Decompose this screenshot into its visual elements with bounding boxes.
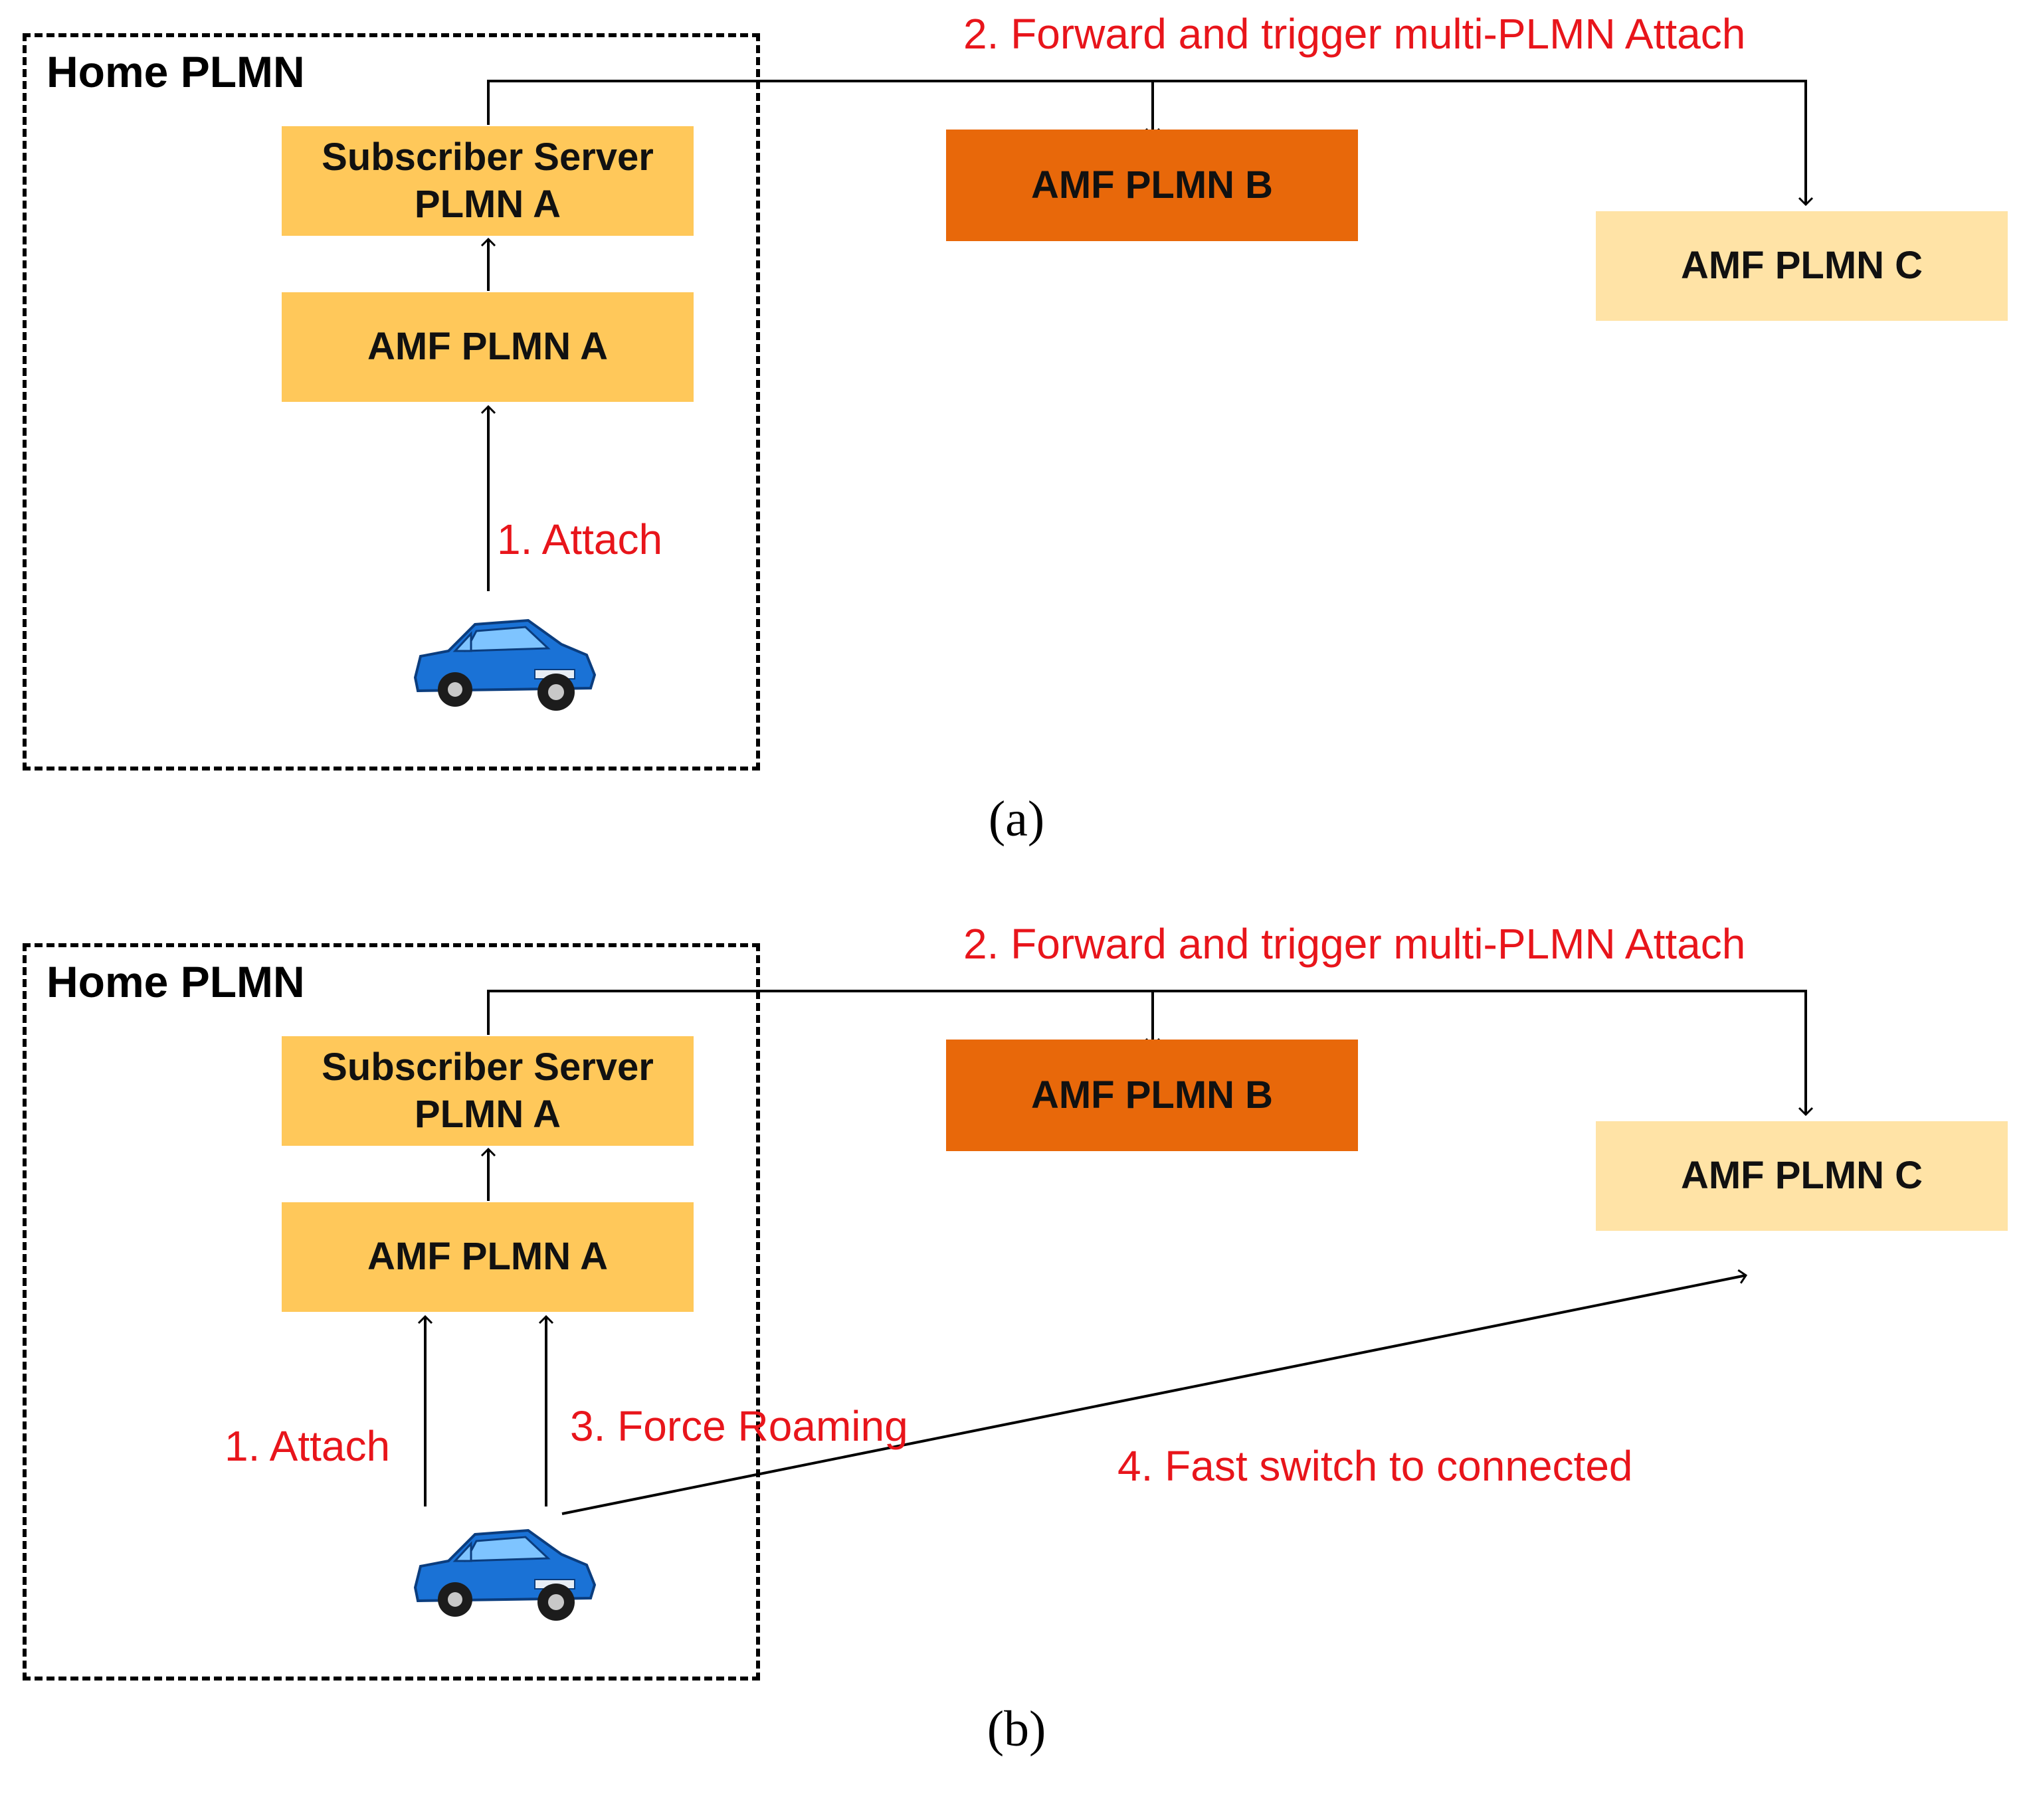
amf-plmn-a-box: AMF PLMN A bbox=[282, 292, 694, 402]
subscriber-server-box: Subscriber Server PLMN A bbox=[282, 1036, 694, 1146]
subscriber-server-line1: Subscriber Server bbox=[322, 1045, 654, 1089]
forward-trunk bbox=[487, 80, 1814, 207]
home-plmn-title: Home PLMN bbox=[47, 47, 305, 96]
car-icon bbox=[413, 1528, 597, 1621]
step-attach-label: 1. Attach bbox=[225, 1422, 391, 1470]
amf-plmn-a-label: AMF PLMN A bbox=[367, 325, 608, 369]
home-plmn-boundary bbox=[23, 943, 760, 1681]
subscriber-server-line2: PLMN A bbox=[414, 1092, 561, 1136]
arrow-fast-switch bbox=[561, 1269, 1748, 1515]
amf-plmn-a-box: AMF PLMN A bbox=[282, 1202, 694, 1312]
step-fast-switch-label: 4. Fast switch to connected bbox=[1117, 1442, 1633, 1490]
car-icon bbox=[413, 618, 597, 711]
panel-a: Home PLMN Subscriber Server PLMN A AMF P… bbox=[23, 10, 2008, 847]
subscriber-server-box: Subscriber Server PLMN A bbox=[282, 126, 694, 236]
amf-plmn-c-label: AMF PLMN C bbox=[1680, 1154, 1923, 1198]
step-forward-label: 2. Forward and trigger multi-PLMN Attach bbox=[963, 10, 1746, 58]
amf-plmn-a-label: AMF PLMN A bbox=[367, 1235, 608, 1279]
step-forward-label: 2. Forward and trigger multi-PLMN Attach bbox=[963, 920, 1746, 968]
connector-lines bbox=[417, 990, 1814, 1515]
panel-b-caption: (b) bbox=[987, 1701, 1046, 1757]
step-attach-label: 1. Attach bbox=[497, 515, 663, 563]
amf-plmn-b-label: AMF PLMN B bbox=[1030, 1073, 1274, 1117]
forward-trunk bbox=[487, 990, 1814, 1117]
amf-plmn-c-box: AMF PLMN C bbox=[1596, 211, 2008, 321]
subscriber-server-line1: Subscriber Server bbox=[322, 135, 654, 179]
amf-plmn-c-label: AMF PLMN C bbox=[1680, 244, 1923, 288]
home-plmn-title: Home PLMN bbox=[47, 957, 305, 1006]
amf-plmn-b-label: AMF PLMN B bbox=[1030, 163, 1274, 207]
panel-a-caption: (a) bbox=[988, 791, 1045, 847]
subscriber-server-line2: PLMN A bbox=[414, 182, 561, 226]
step-force-roaming-label: 3. Force Roaming bbox=[570, 1402, 908, 1450]
home-plmn-boundary bbox=[23, 33, 760, 771]
connector-lines bbox=[480, 80, 1814, 591]
panel-b: Home PLMN Subscriber Server PLMN A AMF P… bbox=[0, 910, 2025, 1820]
amf-plmn-b-box: AMF PLMN B bbox=[946, 130, 1358, 241]
amf-plmn-c-box: AMF PLMN C bbox=[1596, 1121, 2008, 1231]
amf-plmn-b-box: AMF PLMN B bbox=[946, 1040, 1358, 1151]
